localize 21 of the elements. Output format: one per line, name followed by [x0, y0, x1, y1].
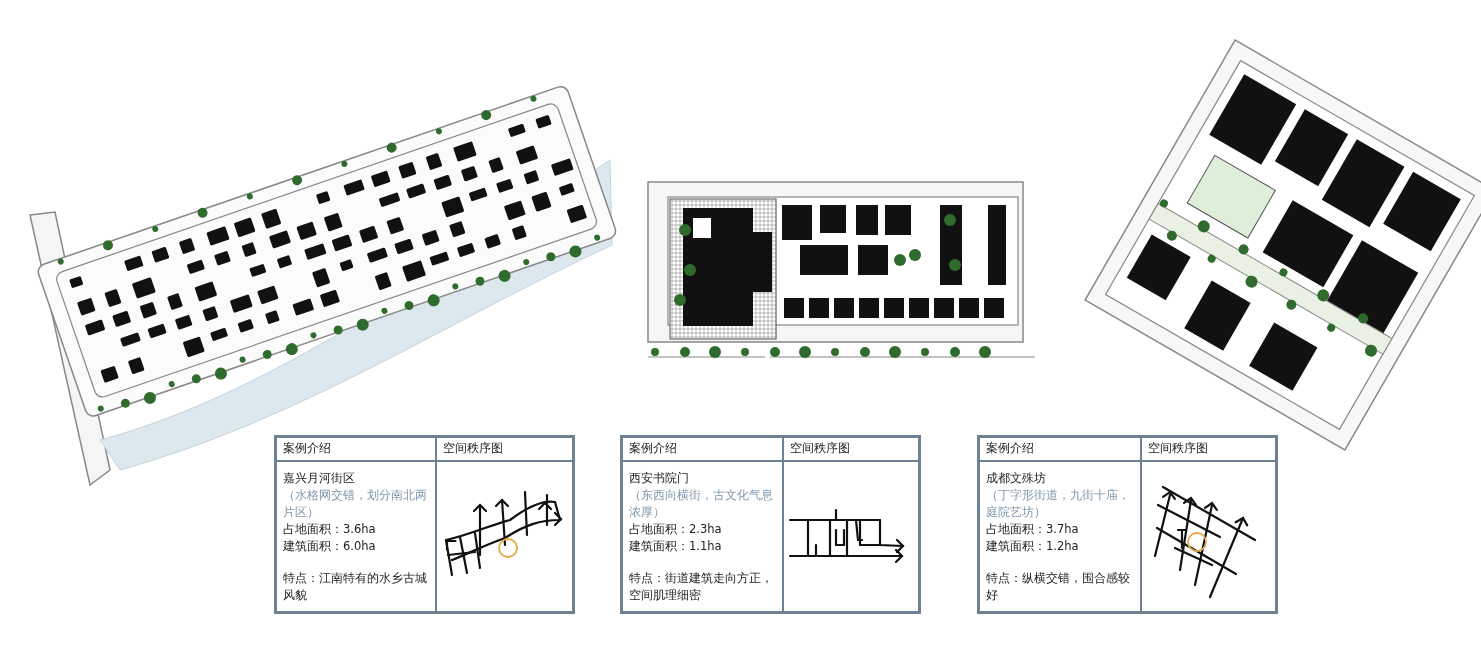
feature-text: 特点：江南特有的水乡古城风貌 [283, 570, 428, 604]
case-description: （丁字形街道，九街十庙，庭院艺坊） [986, 487, 1131, 521]
column-header: 案例介绍 [629, 440, 677, 457]
column-header: 空间秩序图 [1148, 440, 1208, 457]
area-text: 建筑面积：6.0ha [283, 538, 376, 555]
case-description: （水格网交错，划分南北两片区） [283, 487, 428, 521]
area-text: 建筑面积：1.2ha [986, 538, 1079, 555]
column-header: 案例介绍 [283, 440, 331, 457]
case-description: （东西向横街，古文化气息浓厚） [629, 487, 774, 521]
area-text: 占地面积：3.6ha [283, 521, 376, 538]
column-header: 空间秩序图 [443, 440, 503, 457]
case-name: 西安书院门 [629, 470, 689, 487]
area-text: 占地面积：2.3ha [629, 521, 722, 538]
feature-text: 特点：纵横交错，围合感较好 [986, 570, 1131, 604]
area-text: 占地面积：3.7ha [986, 521, 1079, 538]
column-header: 案例介绍 [986, 440, 1034, 457]
feature-text: 特点：街道建筑走向方正，空间肌理细密 [629, 570, 774, 604]
area-text: 建筑面积：1.1ha [629, 538, 722, 555]
case-name: 成都文殊坊 [986, 470, 1046, 487]
case-name: 嘉兴月河街区 [283, 470, 355, 487]
column-header: 空间秩序图 [790, 440, 850, 457]
